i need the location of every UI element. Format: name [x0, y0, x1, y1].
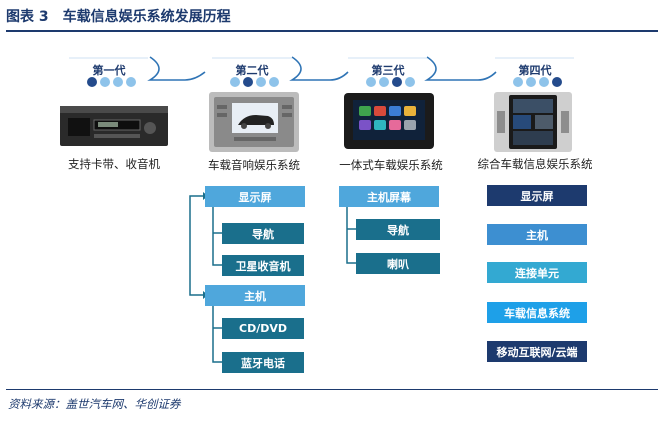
dot-filled-icon [243, 77, 253, 87]
dot-filled-icon [87, 77, 97, 87]
gen3-speaker-box: 喇叭 [356, 253, 440, 274]
dot-empty-icon [513, 77, 523, 87]
gen2-satellite-radio-box: 卫星收音机 [222, 255, 304, 276]
gen2-cd-dvd-box: CD/DVD [222, 318, 304, 339]
gen1-label: 第一代 [92, 64, 126, 77]
timeline-arc-3 [424, 56, 497, 81]
gen4-host-box: 主机 [487, 224, 587, 245]
gen2-bluetooth-phone-box: 蓝牙电话 [222, 352, 304, 373]
figure-title: 图表 3 车载信息娱乐系统发展历程 [6, 6, 231, 26]
dot-empty-icon [100, 77, 110, 87]
figure-label: 图表 3 [6, 9, 49, 25]
dot-filled-icon [552, 77, 562, 87]
gen1-caption: 支持卡带、收音机 [68, 157, 160, 171]
vertical-display-image [493, 91, 573, 153]
gen3-dots [366, 77, 415, 89]
gen2-dots [230, 77, 279, 89]
figure-title-text: 车载信息娱乐系统发展历程 [62, 9, 231, 25]
dot-empty-icon [269, 77, 279, 87]
dot-empty-icon [405, 77, 415, 87]
dot-empty-icon [526, 77, 536, 87]
gen1-dots [87, 77, 136, 89]
gen2-display-box: 显示屏 [205, 186, 305, 207]
dot-empty-icon [230, 77, 240, 87]
gen2-host-box: 主机 [205, 285, 305, 306]
gen4-caption: 综合车载信息娱乐系统 [477, 157, 593, 171]
bottom-rule [6, 389, 658, 390]
gen4-dots [513, 77, 562, 89]
gen3-navigation-box: 导航 [356, 219, 440, 240]
gen4-label: 第四代 [518, 64, 552, 77]
gen4-telematics-box: 车载信息系统 [487, 302, 587, 323]
dot-empty-icon [366, 77, 376, 87]
dot-empty-icon [256, 77, 266, 87]
gen2-label: 第二代 [235, 64, 269, 77]
dot-empty-icon [126, 77, 136, 87]
dot-filled-icon [392, 77, 402, 87]
dot-empty-icon [113, 77, 123, 87]
gen3-caption: 一体式车载娱乐系统 [339, 158, 443, 172]
gen4-display-box: 显示屏 [487, 185, 587, 206]
top-rule [6, 30, 658, 32]
timeline-arc-1 [147, 56, 206, 81]
gen2-caption: 车载音响娱乐系统 [208, 158, 300, 172]
touchscreen-head-unit-image [343, 92, 435, 150]
gen2-navigation-box: 导航 [222, 223, 304, 244]
gen3-host-screen-box: 主机屏幕 [339, 186, 439, 207]
timeline-arc-2 [289, 56, 349, 81]
car-stereo-image [208, 91, 300, 153]
dot-empty-icon [539, 77, 549, 87]
gen4-connectivity-box: 连接单元 [487, 262, 587, 283]
dot-empty-icon [379, 77, 389, 87]
gen3-label: 第三代 [371, 64, 405, 77]
gen4-cloud-box: 移动互联网/云端 [487, 341, 587, 362]
source-note: 资料来源：盖世汽车网、华创证券 [8, 397, 181, 411]
cassette-radio-image [58, 104, 170, 148]
